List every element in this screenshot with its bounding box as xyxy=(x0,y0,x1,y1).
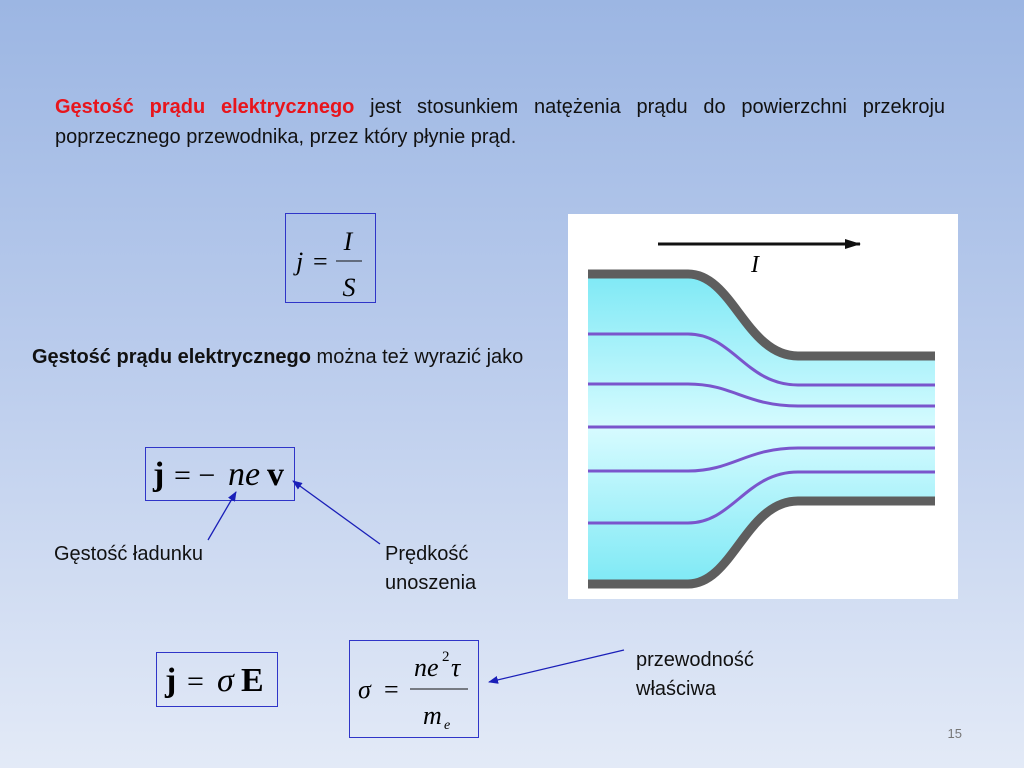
formula3-sigma: σ xyxy=(217,662,235,699)
formula4-numerator: ne xyxy=(414,653,439,682)
streamlines xyxy=(588,332,935,525)
para2-term: Gęstość prądu elektrycznego xyxy=(32,346,311,368)
formula-ohm-law: j = σ E xyxy=(156,652,278,707)
formula1-denominator: S xyxy=(343,273,356,302)
formula3-E: E xyxy=(241,662,264,699)
conductivity-label-line1: przewodność xyxy=(636,649,754,671)
drift-velocity-label-line2: unoszenia xyxy=(385,572,477,594)
para2-text: można też wyrazić jako xyxy=(310,346,524,368)
conductor-body xyxy=(588,274,935,584)
streamline xyxy=(588,332,935,387)
conductivity-arrow xyxy=(488,649,625,684)
formula2-eq: = − xyxy=(174,459,215,492)
formula-j-nev-svg: j = − ne v xyxy=(152,456,284,493)
conductor-bottom-wall xyxy=(588,496,935,589)
intro-paragraph: Gęstość prądu elektrycznego jest stosunk… xyxy=(55,92,945,152)
formula1-lhs: j xyxy=(293,247,303,276)
formula1-numerator: I xyxy=(343,227,354,256)
formula2-ne: ne xyxy=(228,456,260,493)
conductor-figure: I xyxy=(568,214,958,599)
formula1-eq: = xyxy=(313,247,328,276)
formula3-eq: = xyxy=(187,665,204,698)
formula4-den-m: m xyxy=(423,701,442,730)
formula-j-nev: j = − ne v xyxy=(145,447,295,501)
intro-text: jest stosunkiem natężenia prądu do powie… xyxy=(55,96,946,148)
formula-current-density-svg: j = I S xyxy=(293,227,362,302)
formula4-eq: = xyxy=(384,675,399,704)
charge-density-label: Gęstość ładunku xyxy=(54,543,203,565)
streamline xyxy=(588,470,935,525)
formula3-j: j xyxy=(164,662,176,699)
formula4-den-sub: e xyxy=(444,718,450,733)
formula4-sigma: σ xyxy=(358,675,372,704)
formula-conductivity: σ = ne 2 τ m e xyxy=(349,640,479,738)
conductivity-label-line2: właściwa xyxy=(636,678,717,700)
formula-ohm-law-svg: j = σ E xyxy=(164,662,264,699)
streamline xyxy=(588,382,935,408)
formula-current-density: j = I S xyxy=(285,213,376,303)
streamline xyxy=(588,446,935,473)
second-paragraph: Gęstość prądu elektrycznego można też wy… xyxy=(32,342,532,372)
drift-velocity-arrow xyxy=(292,480,381,545)
formula4-exponent: 2 xyxy=(442,649,450,665)
formula2-v: v xyxy=(267,456,284,493)
formula-conductivity-svg: σ = ne 2 τ m e xyxy=(358,649,468,733)
conductor-top-wall xyxy=(588,269,935,361)
conductor-figure-svg: I xyxy=(588,239,935,589)
formula4-tau: τ xyxy=(451,653,462,682)
drift-velocity-label-line1: Prędkość xyxy=(385,543,469,565)
formula2-j: j xyxy=(152,456,164,493)
intro-term: Gęstość prądu elektrycznego xyxy=(55,96,355,118)
current-label: I xyxy=(750,252,760,278)
slide-number: 15 xyxy=(947,726,962,741)
